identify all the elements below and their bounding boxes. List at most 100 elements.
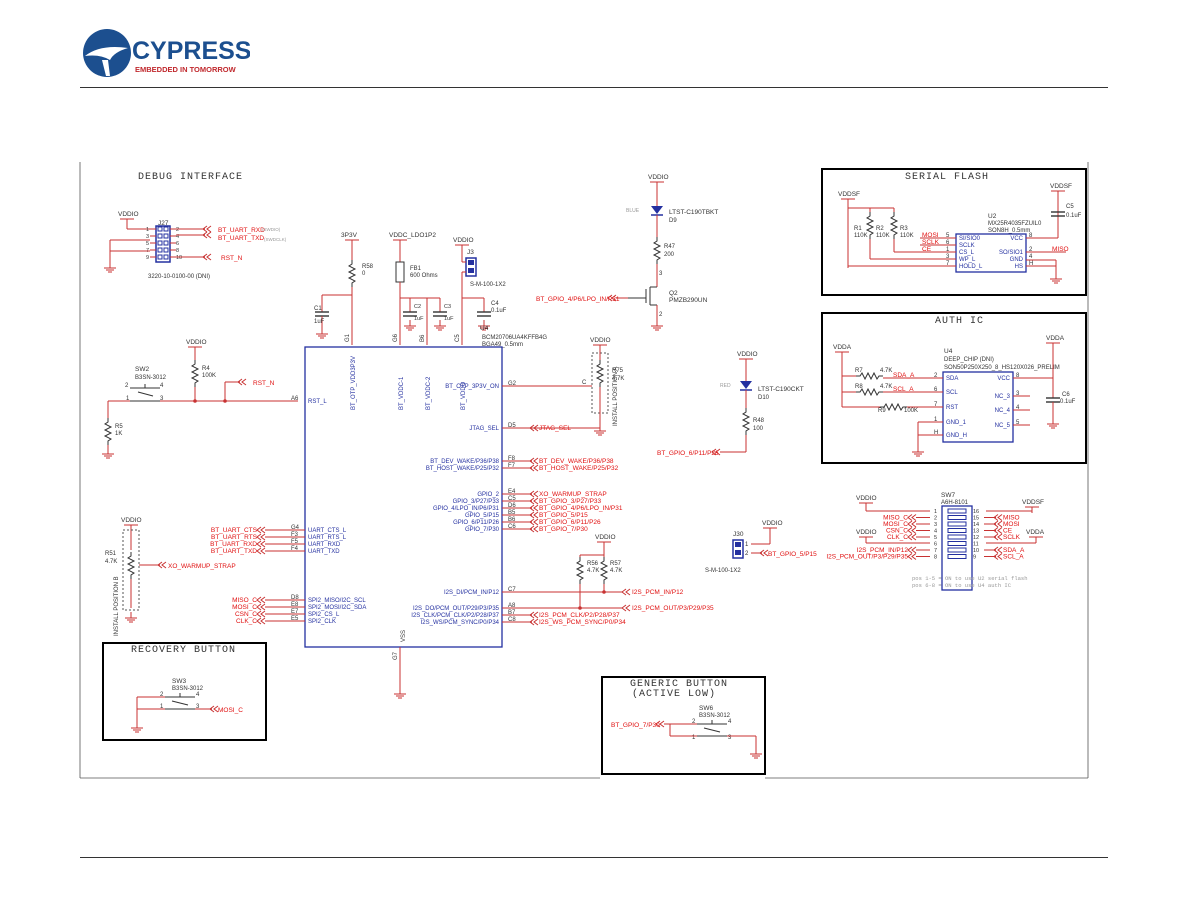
j27-pin: [163, 233, 169, 239]
svg-text:3: 3: [728, 735, 732, 741]
j30-header: J30 1 2 S-M-100-1X2 VDDIO BT_GPIO_5/P15: [705, 520, 817, 574]
flash-net-label: CE: [922, 246, 932, 253]
note-swdio: (SWDIO): [262, 227, 281, 232]
sw7-pin-right: 12: [973, 535, 979, 541]
flash-c5: C5: [1066, 204, 1074, 210]
svg-text:1: 1: [160, 704, 164, 710]
u4-right-pin-num: C6: [508, 524, 516, 530]
flash-rpin-name: SO/SIO1: [999, 250, 1024, 256]
r5-val: 1K: [115, 431, 122, 437]
flash-r3-val: 110K: [900, 233, 914, 239]
auth-part: DEEP_CHIP (DNI): [944, 357, 994, 363]
sw7-toggle: [947, 554, 967, 559]
svg-text:1: 1: [745, 542, 749, 548]
sw7-toggle: [947, 521, 967, 527]
pwr-vddio-r51: VDDIO: [121, 517, 142, 524]
u4-right-pin-num: E4: [508, 489, 516, 495]
u4-left-pin-name: UART_TXD: [308, 549, 340, 555]
auth-pin-num: 2: [934, 373, 938, 379]
right-net-label: BT_GPIO_7/P30: [539, 526, 588, 533]
d10-ref: D10: [758, 395, 770, 401]
r58-ref: R58: [362, 264, 374, 270]
header-rule: [80, 87, 1108, 88]
svg-text:1: 1: [692, 735, 696, 741]
flash-net-label: SCLK: [922, 239, 940, 246]
bcm20706-chip: G1BT_OTP_VDD3P3VG6BT_VDDC-1B6BT_VDDC-2C5…: [265, 333, 622, 699]
u4-right-pin-num: B5: [508, 510, 516, 516]
sw7-toggle: [947, 528, 967, 533]
sheet-frame: [79, 162, 1089, 779]
u4-body: [304, 346, 503, 648]
sw7-vdda: VDDA: [1026, 529, 1045, 536]
auth-net-label: SDA_A: [893, 372, 915, 379]
logo-tagline: EMBEDDED IN TOMORROW: [135, 65, 237, 74]
u4-left-pin-num: E5: [291, 616, 299, 622]
sw7-note1: pos 1-5 = ON to use U2 serial flash: [912, 575, 1028, 582]
auth-pin-name: GND_H: [946, 433, 967, 439]
sw7-net-right: MISO: [1003, 515, 1020, 522]
blue-led-circuit: VDDIO BLUE LTST-C190TBKT D9 R47 200 3 2 …: [536, 174, 718, 331]
sw7-pin-right: 9: [973, 555, 976, 561]
svg-text:4: 4: [160, 383, 164, 389]
auth-c6-val: 0.1uF: [1060, 399, 1076, 405]
auth-rpin-name: NC_5: [995, 423, 1011, 429]
generic-title2: (ACTIVE LOW): [632, 688, 716, 700]
r56-val: 4.7K: [587, 568, 599, 574]
auth-pkg: SON50P250X250_8_HS120X026_PRELIM: [944, 365, 1060, 371]
j27-pin-label: 10: [176, 255, 182, 261]
auth-rpin-name: NC_4: [995, 408, 1011, 414]
right-net-label: BT_DEV_WAKE/P36/P38: [539, 458, 614, 465]
j27-ref: J27: [158, 220, 169, 227]
note-swdclk: (SWDCLK): [264, 237, 287, 242]
j30-part: S-M-100-1X2: [705, 568, 741, 574]
cypress-logo: CYPRESS EMBEDDED IN TOMORROW: [83, 29, 250, 77]
sw7-net-right: SCL_A: [1003, 554, 1024, 561]
svg-text:C: C: [582, 380, 587, 386]
right-net-label: BT_HOST_WAKE/P25/P32: [539, 465, 619, 472]
sw7-toggle: [947, 508, 967, 514]
j27-pin: [157, 254, 163, 260]
left-net-label: MISO_C: [232, 597, 257, 604]
pwr-vddio-r56: VDDIO: [595, 534, 616, 541]
u4-right-pin-name: GPIO_3/P27/P33: [453, 499, 500, 505]
pwr-3p3v: 3P3V: [341, 232, 358, 239]
flash-r1: R1: [854, 226, 862, 232]
u4-left-pin-name: RST_L: [308, 399, 327, 405]
u4-left-pin-num: A6: [291, 396, 299, 402]
flash-part: MX25R4035FZUIL0: [988, 221, 1042, 227]
u4-top-pin-name: BT_VDDO: [461, 381, 467, 410]
u4-right-pin-name: GPIO_4/LPO_IN/P6/P31: [433, 506, 500, 512]
left-net-label: BT_UART_TXD: [211, 548, 257, 555]
auth-rpin-name: NC_3: [995, 394, 1011, 400]
flash-title: SERIAL FLASH: [905, 172, 989, 183]
svg-text:2: 2: [160, 692, 164, 698]
sw7-net-left: MISO_C: [883, 515, 908, 522]
auth-r8-val: 4.7K: [880, 384, 892, 390]
sw7-toggle: [947, 534, 967, 540]
u4-top-pin-name: BT_OTP_VDD3P3V: [351, 356, 357, 410]
sw7-net-left: I2S_PCM_IN/P12: [857, 547, 909, 554]
otp-power-network: 3P3V R58 0 C1 1uF: [314, 232, 374, 345]
flash-pin-num: 1: [946, 247, 950, 253]
sw7-pin-left: 3: [934, 522, 937, 528]
auth-net-label: SCL_A: [893, 386, 914, 393]
auth-pin-num: 6: [934, 387, 938, 393]
xo-strap-circuit: VDDIO XO_WARMUP_STRAP R51 4.7K INSTALL P…: [105, 517, 236, 636]
sw7-ref: SW7: [941, 492, 955, 499]
auth-rpin-num: 8: [1016, 373, 1020, 379]
auth-r8: R8: [855, 384, 863, 390]
d10-diode: [740, 381, 752, 389]
auth-pin-name: GND_1: [946, 420, 967, 426]
net-bt-uart-rxd: BT_UART_RXD: [218, 227, 265, 234]
u4-right-pin-name: I2S_DI/PCM_IN/P12: [444, 590, 500, 596]
flash-pin-num: 6: [946, 240, 950, 246]
left-net-label: BT_UART_RTS: [211, 534, 258, 541]
auth-ic-section: AUTH IC VDDA R7 4.7K R8 4.7K R9 100K U4 …: [821, 312, 1087, 464]
u4-left-pin-num: D8: [291, 595, 299, 601]
u4-left-pin-name: UART_RXD: [308, 542, 341, 548]
r48-ref: R48: [753, 418, 765, 424]
sw7-vddsf: VDDSF: [1022, 499, 1044, 506]
net-mosi-c-sw3: MOSI_C: [218, 707, 243, 714]
flash-r2-val: 110K: [876, 233, 890, 239]
flash-r3: R3: [900, 226, 908, 232]
